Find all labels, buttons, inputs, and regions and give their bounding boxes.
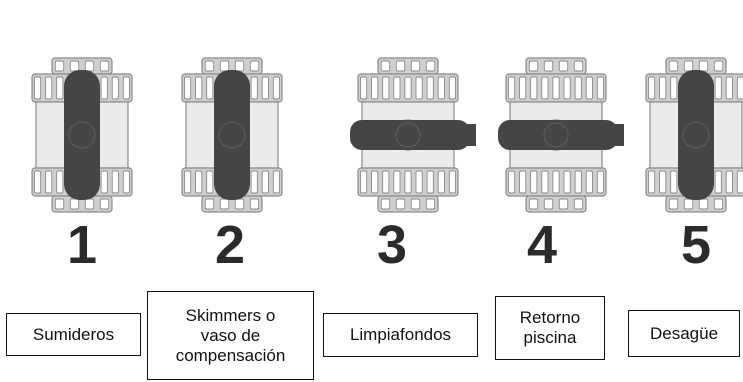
valve-5-label: Desagüe	[628, 310, 740, 357]
valve-upper-ring	[357, 73, 459, 103]
valve-4-number: 4	[526, 215, 558, 275]
valve-handle-hub	[682, 121, 710, 149]
valve-1	[14, 50, 150, 220]
valve-lower-ring	[505, 167, 607, 197]
valve-top-nut	[201, 57, 263, 75]
valve-handle-horizontal	[498, 120, 618, 150]
valve-top-nut	[377, 57, 439, 75]
valve-5-number: 5	[680, 215, 712, 275]
valve-3	[340, 50, 476, 220]
valve-bottom-nut	[51, 195, 113, 213]
valve-bottom-nut	[665, 195, 727, 213]
valve-top-nut	[665, 57, 727, 75]
valve-4	[488, 50, 624, 220]
valve-lower-ring	[357, 167, 459, 197]
valve-1-number: 1	[66, 215, 98, 275]
valve-top-nut	[51, 57, 113, 75]
valve-handle-vertical	[214, 70, 250, 200]
valve-3-number: 3	[376, 215, 408, 275]
valve-handle-hub	[68, 121, 96, 149]
valve-handle-horizontal	[350, 120, 470, 150]
valve-handle-vertical	[64, 70, 100, 200]
valve-top-nut	[525, 57, 587, 75]
valve-2-number: 2	[214, 215, 246, 275]
valve-handle-vertical	[678, 70, 714, 200]
valve-handle-hub	[543, 122, 569, 148]
valve-3-icon	[350, 57, 476, 213]
valve-4-icon	[498, 57, 624, 213]
valve-5	[628, 50, 743, 220]
valve-3-label: Limpiafondos	[323, 313, 478, 357]
valve-4-label: Retorno piscina	[495, 296, 605, 360]
valve-handle-tip	[608, 124, 624, 146]
valve-5-icon	[645, 57, 743, 213]
valve-1-icon	[31, 57, 133, 213]
valve-bottom-nut	[377, 195, 439, 213]
valve-handle-hub	[395, 122, 421, 148]
valve-2-label: Skimmers o vaso de compensación	[147, 291, 314, 380]
valve-bottom-nut	[201, 195, 263, 213]
valve-handle-tip	[460, 124, 476, 146]
valve-2	[164, 50, 300, 220]
valve-2-icon	[181, 57, 283, 213]
valve-1-label: Sumideros	[6, 313, 141, 356]
valve-upper-ring	[505, 73, 607, 103]
valve-bottom-nut	[525, 195, 587, 213]
valve-handle-hub	[218, 121, 246, 149]
